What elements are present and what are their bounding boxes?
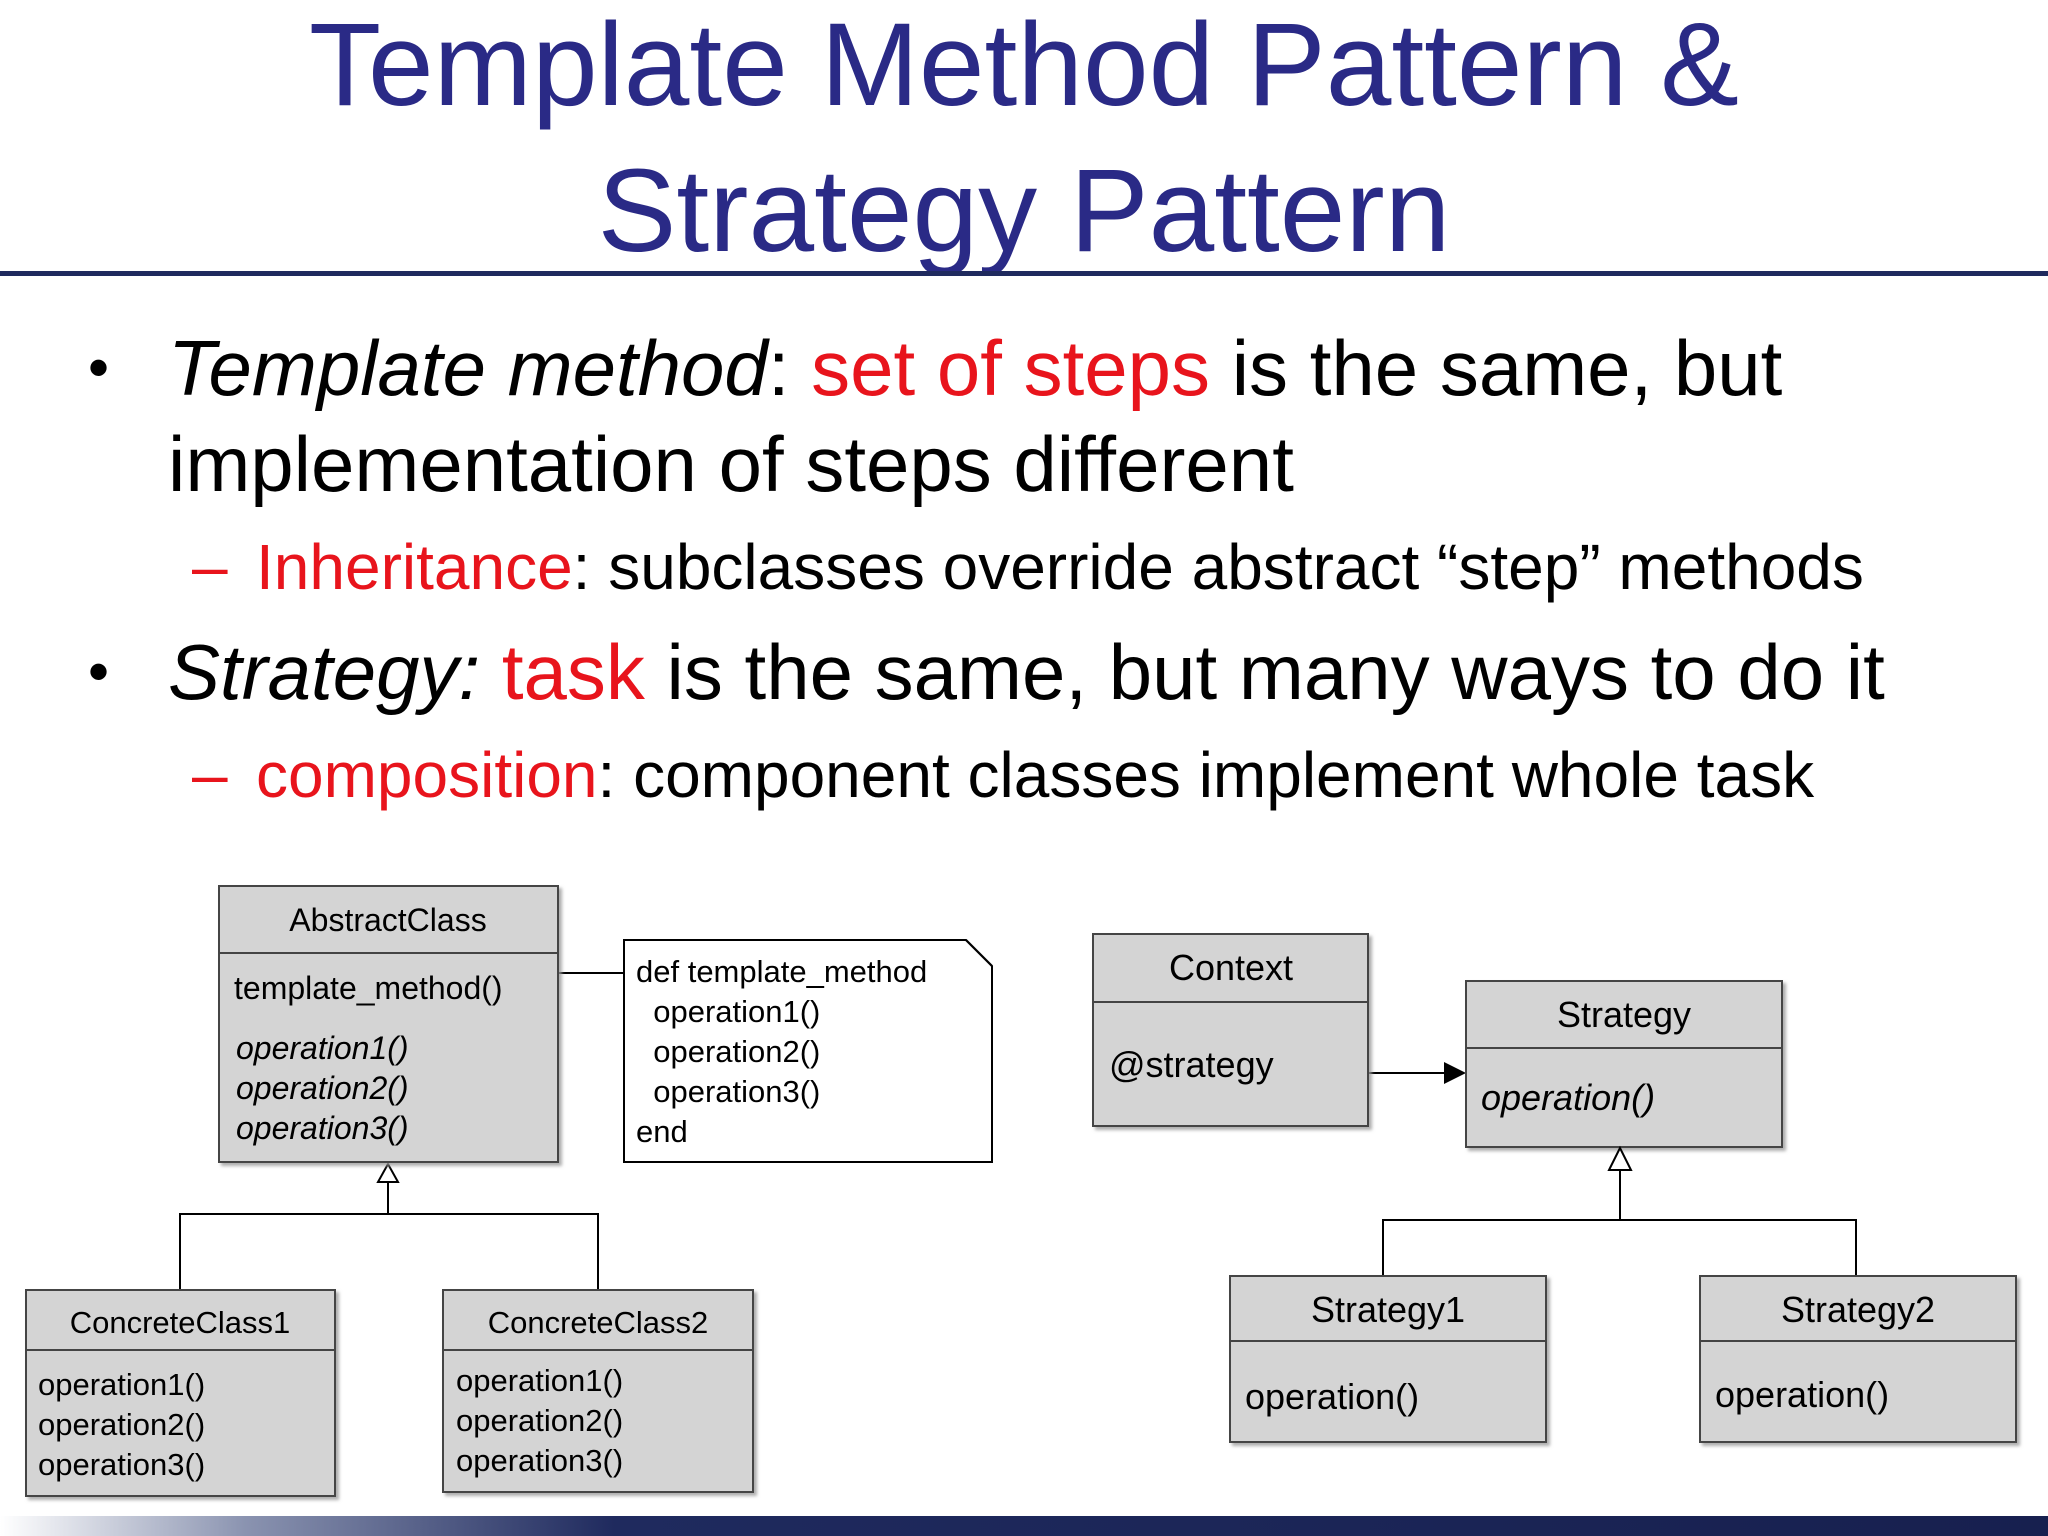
abstract-class-name: AbstractClass [289, 902, 486, 938]
bullet-2-sub-rest: : component classes implement whole task [597, 739, 1815, 811]
note-line-4: operation3() [636, 1074, 820, 1109]
bullet-2-sub-highlight: composition [256, 739, 598, 811]
strategy-diagram: Context @strategy Strategy operation() S… [1092, 933, 2017, 1443]
abstract-op-3: operation3() [236, 1110, 409, 1146]
note-line-2: operation1() [636, 994, 820, 1029]
context-attribute: @strategy [1109, 1044, 1274, 1085]
note-line-3: operation2() [636, 1034, 820, 1069]
template-method-op: template_method() [234, 970, 503, 1006]
inheritance-connector [179, 1213, 599, 1290]
generalization-arrow [376, 1161, 400, 1183]
sub-bullet-dash: – [192, 738, 228, 810]
concrete-class-2-name: ConcreteClass2 [488, 1305, 709, 1340]
strategy1-operation: operation() [1245, 1376, 1419, 1417]
concrete-class-2-box [442, 1289, 754, 1493]
slide-title-line-1: Template Method Pattern & [309, 0, 1739, 131]
bullet-dot: • [88, 334, 110, 401]
abstract-op-1: operation1() [236, 1030, 409, 1066]
note-line-5: end [636, 1114, 688, 1149]
concrete-2-op-2: operation2() [456, 1403, 623, 1438]
bullet-dot: • [88, 638, 110, 705]
template-note-box [623, 939, 993, 1163]
concrete-2-op-3: operation3() [456, 1443, 623, 1478]
strategy-operation: operation() [1481, 1077, 1655, 1118]
strategy2-box [1699, 1275, 2017, 1443]
strategy-class-name: Strategy [1557, 994, 1691, 1035]
context-class-name: Context [1169, 947, 1293, 988]
concrete-1-op-3: operation3() [38, 1447, 205, 1482]
bullet-2-line-1: Strategy: task is the same, but many way… [168, 624, 1885, 720]
slide-title-line-2: Strategy Pattern [597, 145, 1451, 277]
concrete-2-op-1: operation1() [456, 1363, 623, 1398]
context-box [1092, 933, 1369, 1127]
strategy2-class-name: Strategy2 [1781, 1289, 1935, 1330]
bullet-1-rest: is the same, but [1210, 324, 1783, 412]
strategy-box [1465, 980, 1783, 1148]
bullet-1-line-1: Template method: set of steps is the sam… [168, 320, 1782, 416]
bullet-2-highlight: task [501, 628, 645, 716]
bullet-2-term: Strategy: [168, 628, 481, 716]
concrete-1-op-2: operation2() [38, 1407, 205, 1442]
bullet-1-highlight: set of steps [811, 324, 1211, 412]
strategy2-operation: operation() [1715, 1374, 1889, 1415]
bullet-1-sub-highlight: Inheritance [256, 531, 573, 603]
bullet-1-sub: Inheritance: subclasses override abstrac… [256, 527, 1864, 607]
bullet-1-colon: : [767, 324, 812, 412]
concrete-class-1-name: ConcreteClass1 [70, 1305, 291, 1340]
footer-bar [0, 1516, 2048, 1536]
template-method-diagram: AbstractClass template_method() operatio… [25, 885, 993, 1497]
inheritance-connector [1382, 1219, 1857, 1276]
bullet-1-term: Template method [168, 324, 768, 412]
bullet-2-sub: composition: component classes implement… [256, 735, 1814, 815]
association-arrowhead [1444, 1062, 1466, 1084]
sub-bullet-dash: – [192, 530, 228, 602]
concrete-1-op-1: operation1() [38, 1367, 205, 1402]
note-line-1: def template_method [636, 954, 927, 989]
generalization-arrow [1607, 1145, 1633, 1171]
abstract-op-2: operation2() [236, 1070, 409, 1106]
strategy1-class-name: Strategy1 [1311, 1289, 1465, 1330]
bullet-1-sub-rest: : subclasses override abstract “step” me… [572, 531, 1864, 603]
bullet-2-rest: is the same, but many ways to do it [644, 628, 1885, 716]
concrete-class-1-box [25, 1289, 336, 1497]
abstract-class-box [218, 885, 559, 1163]
strategy1-box [1229, 1275, 1547, 1443]
bullet-1-line-2: implementation of steps different [168, 420, 1294, 508]
title-divider [0, 271, 2048, 276]
